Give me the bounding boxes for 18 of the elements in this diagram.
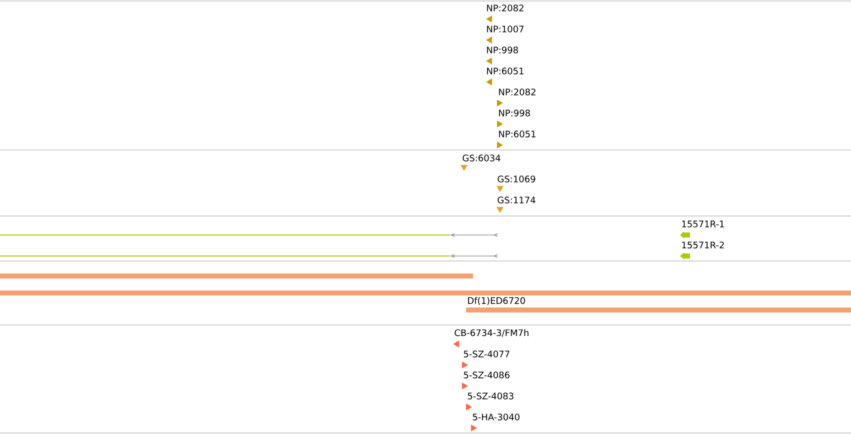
- feature-label: NP:998: [499, 110, 530, 116]
- feature-label: CB-6734-3/FM7h: [454, 329, 528, 337]
- feature-label: 5-SZ-4083: [468, 392, 514, 400]
- feature-label: Df(1)ED6720: [468, 297, 525, 306]
- feature-label: NP:2082: [499, 88, 536, 96]
- feature-label: 15571R-1: [682, 220, 724, 228]
- feature-label: NP:1007: [487, 26, 524, 32]
- feature-label: 5-SZ-4077: [464, 350, 510, 358]
- feature-label: 5-HA-3040: [472, 414, 520, 420]
- feature-label: 5-SZ-4086: [464, 372, 510, 378]
- feature-label: NP:6051: [487, 68, 524, 74]
- feature-label: NP:2082: [487, 4, 524, 12]
- feature-label: NP:998: [487, 46, 518, 54]
- feature-label: NP:6051: [499, 130, 536, 138]
- feature-label: GS:6034: [462, 154, 500, 162]
- feature-label: GS:1174: [498, 196, 536, 204]
- feature-label: GS:1069: [498, 176, 536, 182]
- feature-label: 15571R-2: [682, 242, 724, 248]
